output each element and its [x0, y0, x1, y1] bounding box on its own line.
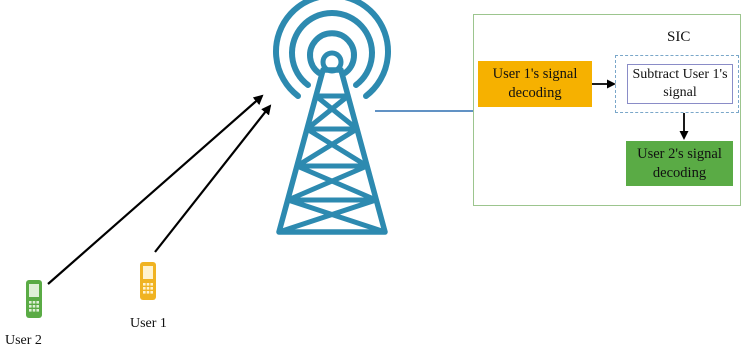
user1-label: User 1 [130, 316, 167, 331]
user2-decoding-box: User 2's signal decoding [626, 141, 733, 186]
signal-wave-inner [307, 30, 357, 76]
cell-tower-icon [273, 0, 391, 235]
signal-wave-middle [289, 10, 375, 88]
subtract-user1-box: Subtract User 1's signal [627, 64, 733, 104]
user2-phone-icon [26, 280, 42, 318]
user1-uplink-arrow [154, 104, 272, 253]
sic-title: SIC [667, 29, 691, 45]
user1-phone-icon [140, 262, 156, 300]
user2-uplink-arrow [47, 94, 264, 285]
user1-decoding-box: User 1's signal decoding [478, 61, 592, 107]
user2-label: User 2 [5, 333, 42, 348]
signal-wave-outer [273, 0, 391, 99]
